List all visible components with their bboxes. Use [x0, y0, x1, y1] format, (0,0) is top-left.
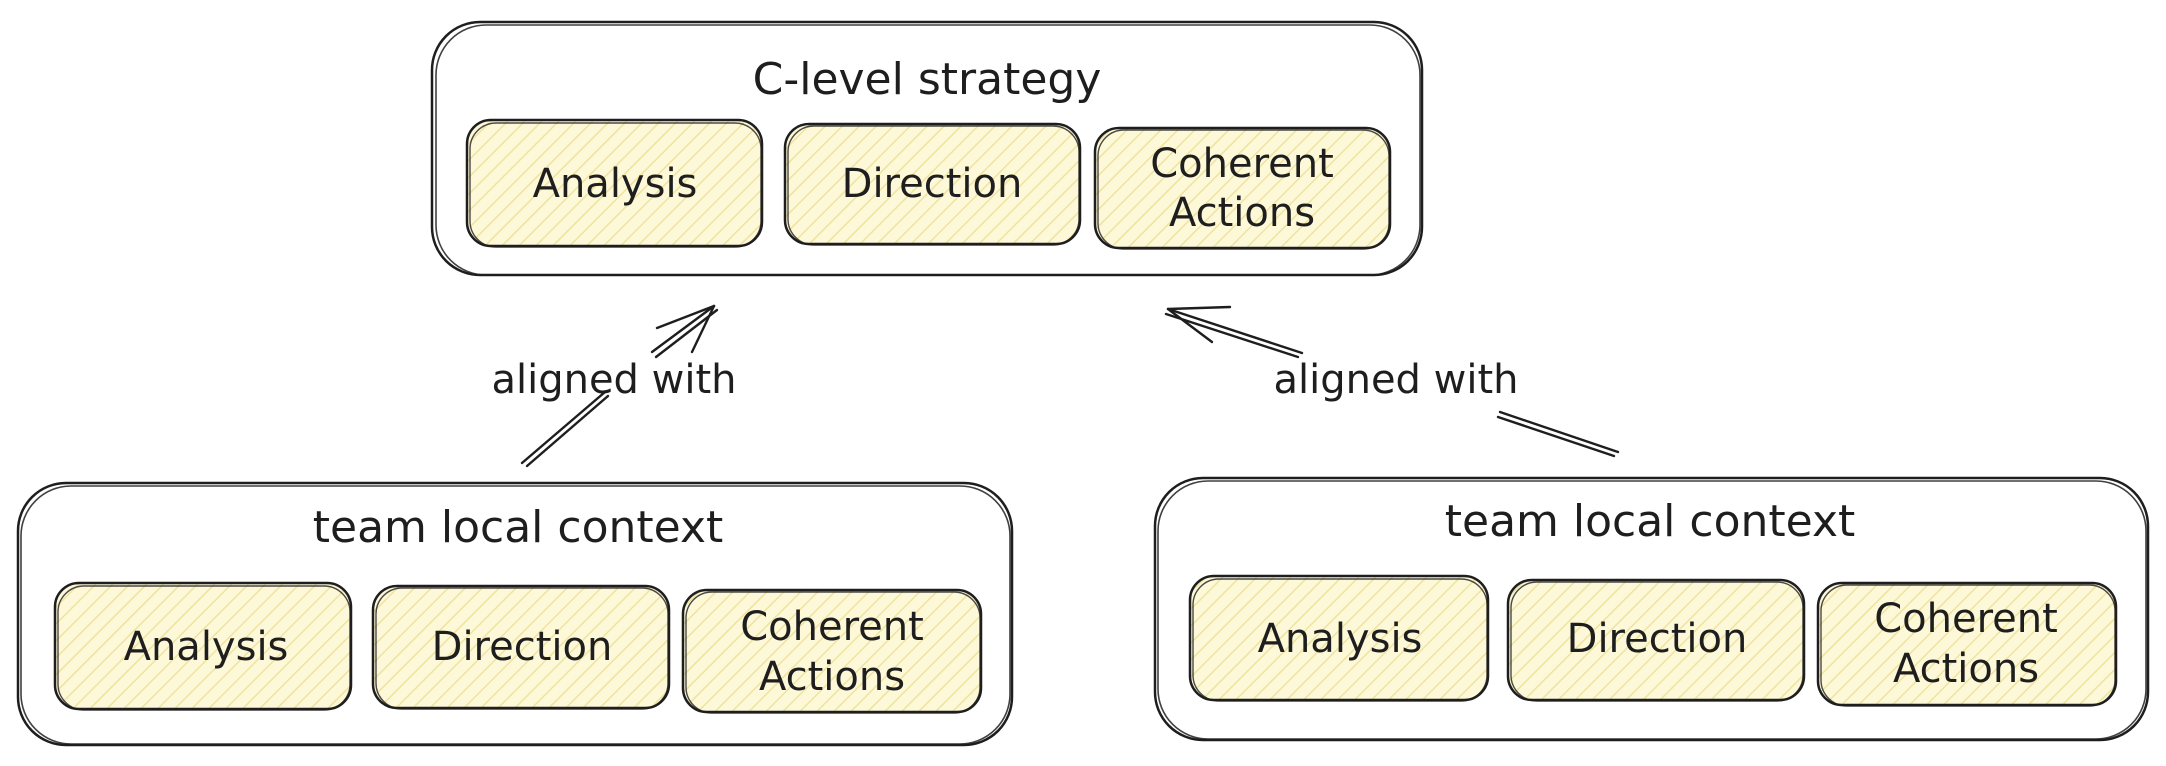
right-aligned-with-label: aligned with — [1273, 357, 1518, 403]
right-team-context-frame-sketch — [1157, 480, 2147, 740]
right-coherent-actions-card: Coherent Actions — [1816, 581, 2118, 707]
left-arrow-shaft-upper-sketch — [654, 308, 719, 359]
right-team-context-title: team local context — [1445, 496, 1855, 547]
right-team-context-frame — [1153, 476, 2150, 742]
top-coherent-actions-card: Coherent Actions — [1093, 126, 1392, 250]
left-team-context-title: team local context — [313, 502, 723, 553]
top-analysis-card: Analysis — [465, 118, 764, 248]
right-arrow-shaft-upper-sketch — [1164, 312, 1300, 359]
right-analysis-label: Analysis — [1258, 616, 1423, 662]
left-arrow-shaft-upper — [650, 304, 716, 354]
top-coherent-label: Coherent — [1150, 141, 1334, 187]
right-direction-label: Direction — [1567, 616, 1748, 662]
right-arrow-shaft-lower — [1498, 410, 1620, 454]
right-coherent-actions-card-sketch — [1820, 584, 2116, 707]
left-direction-card: Direction — [371, 584, 671, 710]
right-analysis-card-box — [1188, 574, 1490, 702]
right-aligned-arrow — [1164, 305, 1620, 458]
right-direction-card-sketch — [1510, 581, 1804, 702]
left-arrow-shaft-lower — [520, 390, 607, 465]
top-coherent-actions-card-sketch — [1097, 129, 1390, 250]
right-actions-label: Actions — [1893, 646, 2039, 692]
right-coherent-actions-card-box — [1816, 581, 2118, 707]
right-direction-card: Direction — [1506, 578, 1806, 702]
left-coherent-label: Coherent — [740, 604, 924, 650]
right-arrow-shaft-lower-sketch — [1496, 415, 1616, 458]
left-direction-card-box — [371, 584, 671, 710]
right-arrow-shaft-upper — [1166, 307, 1304, 355]
top-analysis-card-sketch — [469, 122, 762, 248]
left-team-context-frame — [16, 481, 1014, 747]
right-arrowhead-top — [1166, 305, 1232, 311]
top-analysis-label: Analysis — [533, 161, 698, 207]
c-level-strategy-group: C-level strategy Analysis Direction Cohe… — [430, 20, 1424, 277]
right-coherent-label: Coherent — [1874, 596, 2058, 642]
left-aligned-arrow — [520, 304, 719, 468]
right-arrowhead-bottom — [1166, 307, 1214, 344]
left-coherent-actions-card-sketch — [685, 591, 981, 714]
top-direction-card: Direction — [783, 122, 1082, 246]
right-analysis-card-sketch — [1192, 578, 1488, 702]
top-direction-card-box — [783, 122, 1082, 246]
left-analysis-card-sketch — [57, 585, 351, 711]
left-coherent-actions-card-box — [681, 588, 983, 714]
left-team-context-frame-sketch — [20, 485, 1011, 745]
left-aligned-with-label: aligned with — [491, 357, 736, 403]
left-arrowhead-right — [690, 304, 716, 354]
right-analysis-card: Analysis — [1188, 574, 1490, 702]
right-team-context-group: team local context Analysis Direction Co… — [1153, 476, 2150, 742]
top-direction-label: Direction — [842, 161, 1023, 207]
left-analysis-label: Analysis — [124, 624, 289, 670]
left-direction-card-sketch — [375, 587, 669, 710]
left-actions-label: Actions — [759, 654, 905, 700]
left-coherent-actions-card: Coherent Actions — [681, 588, 983, 714]
top-analysis-card-box — [465, 118, 764, 248]
left-analysis-card: Analysis — [53, 581, 353, 711]
c-level-strategy-title: C-level strategy — [753, 54, 1102, 105]
right-direction-card-box — [1506, 578, 1806, 702]
left-arrow-shaft-lower-sketch — [525, 394, 610, 468]
left-team-context-group: team local context Analysis Direction Co… — [16, 481, 1014, 747]
left-arrowhead-left — [655, 304, 716, 330]
top-coherent-actions-card-box — [1093, 126, 1392, 250]
c-level-strategy-frame-sketch — [435, 24, 1421, 276]
top-actions-label: Actions — [1169, 190, 1315, 236]
left-analysis-card-box — [53, 581, 353, 711]
top-direction-card-sketch — [787, 125, 1080, 246]
left-direction-label: Direction — [432, 624, 613, 670]
